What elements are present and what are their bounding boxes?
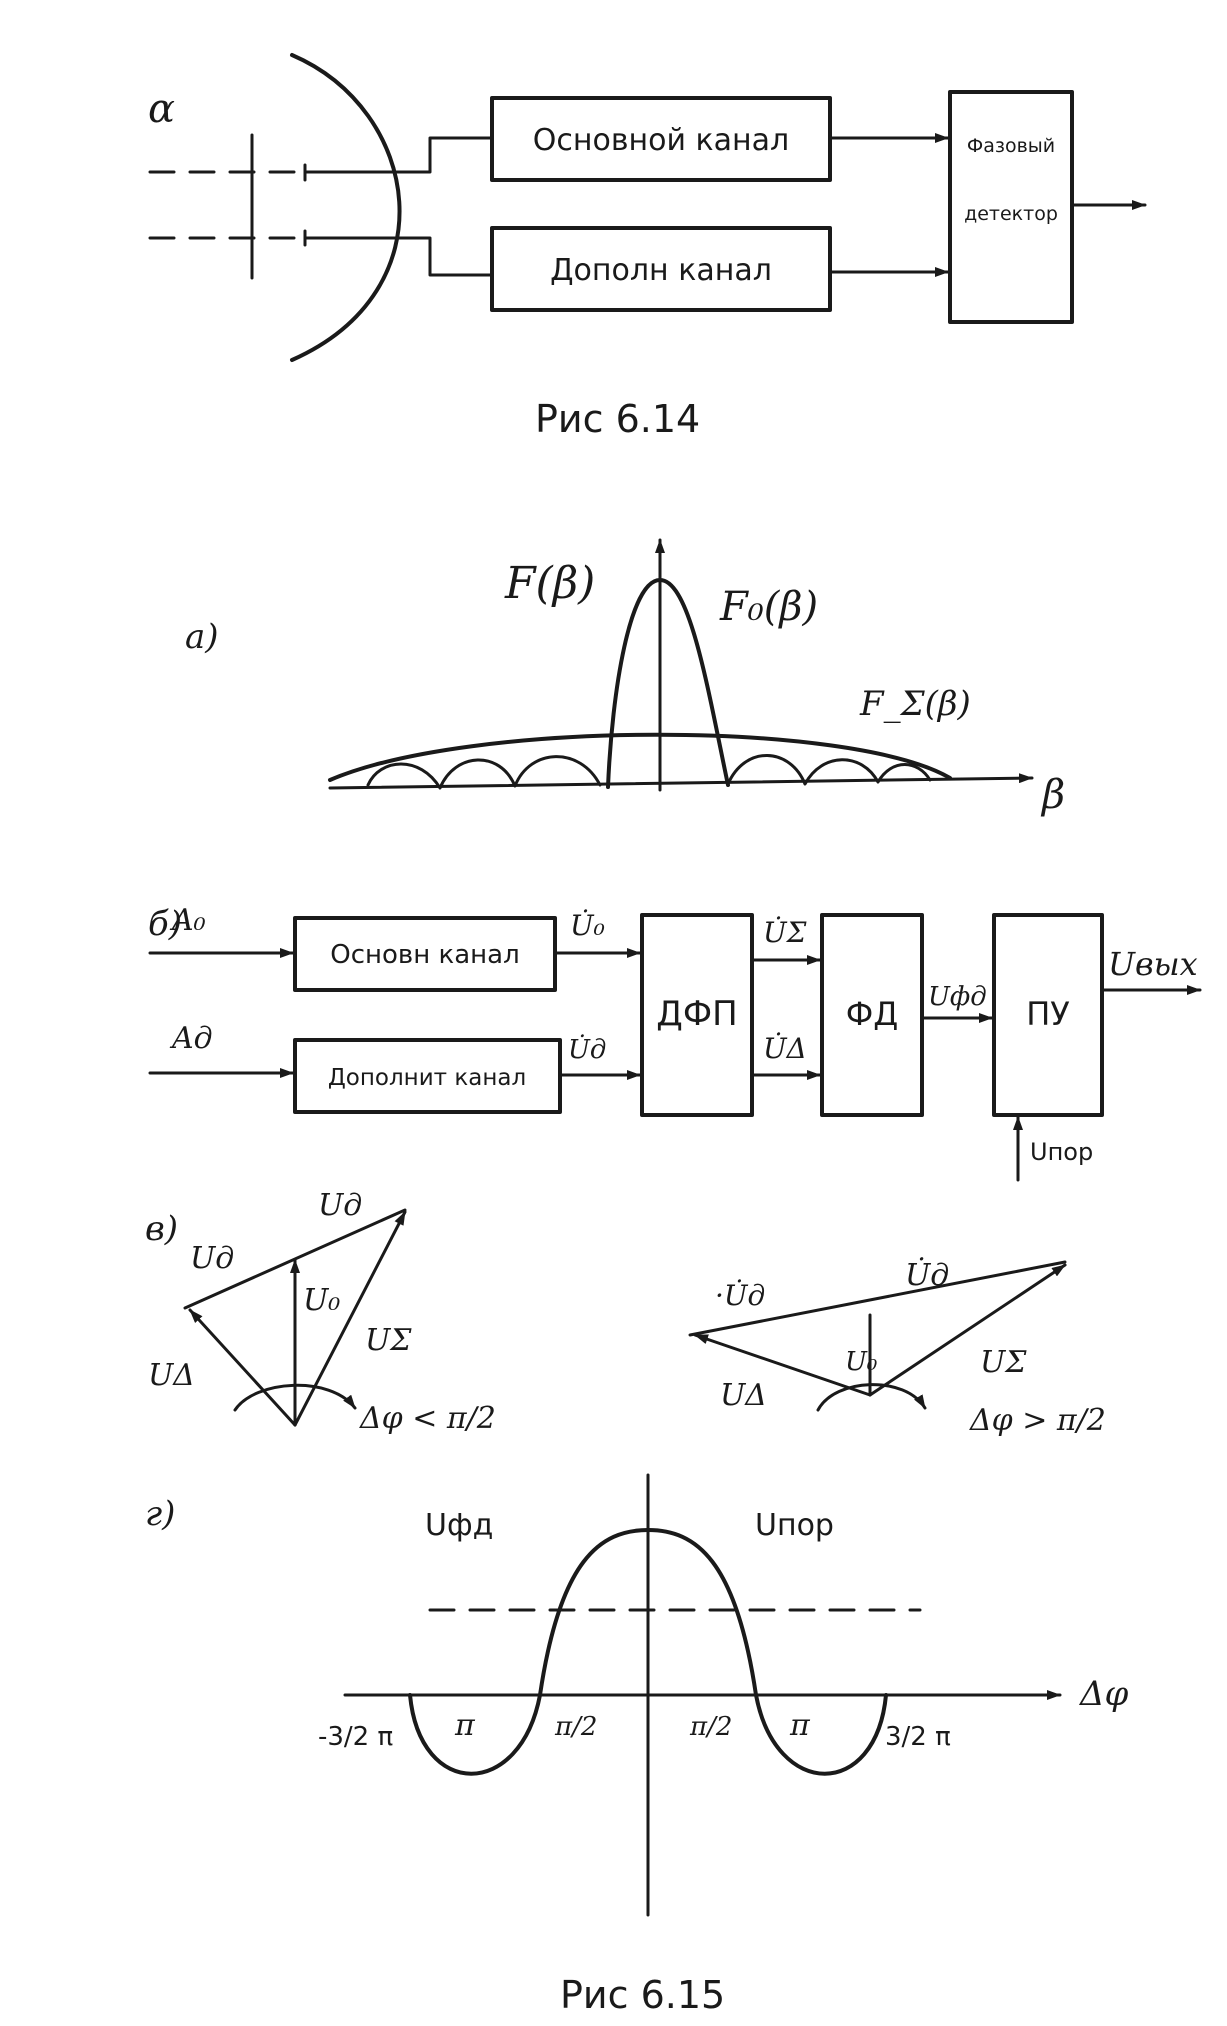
- caption-6-14: Рис 6.14: [535, 397, 700, 441]
- block-main-channel-label: Основн канал: [330, 940, 519, 970]
- right-udiff-label: UΔ: [720, 1378, 767, 1413]
- block-fd-label: ФД: [846, 995, 899, 1033]
- angle-arc-left: [233, 1383, 357, 1412]
- caption-6-15: Рис 6.15: [560, 1973, 725, 2017]
- tick-minus-3-2-pi: -3/2 π: [318, 1722, 393, 1752]
- right-usum-label: UΣ: [980, 1345, 1027, 1380]
- axis-x-label-beta: β: [1040, 772, 1065, 818]
- axis-x-line: [328, 773, 1034, 790]
- phase-detector-label-1: Фазовый: [967, 135, 1055, 157]
- vector-ud-line-left: [183, 1208, 407, 1310]
- block-aux-channel-label: Дополнит канал: [328, 1065, 526, 1091]
- side-lobes-right: [726, 754, 932, 786]
- vector-udiff-left: [188, 1308, 297, 1427]
- phase-response-curve: [408, 1528, 888, 1776]
- fig-6-15g: г) Uфд Uпор Δφ -3/2 π π π/2 π/2 π 3/2 π: [145, 1473, 1129, 1917]
- vector-udiff-right: [693, 1333, 872, 1397]
- tick-plus-pi-2: π/2: [689, 1712, 732, 1742]
- main-channel-label: Основной канал: [533, 123, 789, 158]
- phase-detector-block: [948, 90, 1074, 324]
- curve-sum-label: F_Σ(β): [859, 684, 971, 724]
- input-main-label: A₀: [169, 903, 206, 938]
- signal-usum-label: U̇Σ: [763, 916, 807, 949]
- input-aux-label: Aд: [169, 1021, 213, 1056]
- threshold-curve-label: Uпор: [755, 1508, 834, 1543]
- subfig-g-label: г): [145, 1494, 175, 1534]
- signal-udiff-label: U̇Δ: [763, 1032, 807, 1065]
- tick-minus-pi: π: [454, 1708, 476, 1743]
- left-ud-label: Uд: [190, 1241, 234, 1276]
- threshold-input-label: Uпор: [1030, 1138, 1093, 1166]
- vector-ud-line-right: [688, 1260, 1067, 1337]
- output-label: Uвых: [1108, 945, 1198, 983]
- right-condition-label: Δφ > π/2: [969, 1403, 1106, 1438]
- feed-lower-line: [303, 236, 494, 277]
- vector-usum-left: [293, 1210, 407, 1427]
- feed-upper-line: [303, 136, 494, 174]
- axis-y-label-F: F(β): [504, 558, 595, 609]
- signal-ufd-label: Uфд: [928, 982, 987, 1012]
- subfig-a-label: а): [185, 617, 219, 657]
- main-lobe-curve: [606, 578, 730, 789]
- angle-arc-right: [816, 1383, 927, 1412]
- left-condition-label: Δφ < π/2: [359, 1401, 496, 1436]
- right-ud-label: ·U̇д: [715, 1279, 765, 1312]
- left-u0-label: U₀: [303, 1283, 340, 1318]
- block-pu-label: ПУ: [1026, 995, 1070, 1033]
- block-dfp: [640, 913, 754, 1117]
- axis-y-label-ufd: Uфд: [425, 1508, 493, 1543]
- fig-6-15v: в) Uд Uд U₀ UΣ UΔ Δφ < π/2 U̇д ·U̇д U₀ U…: [145, 1188, 1106, 1438]
- right-ud-top-label: U̇д: [905, 1258, 949, 1293]
- left-ud-top-label: Uд: [318, 1188, 362, 1223]
- curve-main-label: F₀(β): [719, 584, 818, 630]
- fig-6-14: α Основной канал Дополн канал Фазовый де…: [148, 53, 1147, 441]
- fig-6-15a: а) F(β) β F₀(β) F_Σ(β): [185, 538, 1065, 818]
- aux-channel-block: [490, 226, 832, 312]
- vector-usum-right: [868, 1263, 1067, 1397]
- subfig-b-label: б): [148, 904, 182, 944]
- block-dfp-label: ДФП: [656, 994, 737, 1034]
- signal-u0-label: U̇₀: [570, 909, 605, 942]
- block-pu: [992, 913, 1104, 1117]
- main-channel-block: [490, 96, 832, 182]
- tick-plus-3-2-pi: 3/2 π: [885, 1722, 951, 1752]
- left-usum-label: UΣ: [365, 1323, 412, 1358]
- left-udiff-label: UΔ: [148, 1358, 195, 1393]
- fig-6-15b: б) A₀ Aд Основн канал Дополнит канал U̇₀…: [148, 903, 1202, 1182]
- reflector-icon: [290, 53, 402, 362]
- axis-x-label-dphi: Δφ: [1078, 1674, 1129, 1714]
- phase-detector-label-2: детектор: [964, 203, 1058, 225]
- sum-pattern-curve: [328, 732, 952, 782]
- aux-channel-label: Дополн канал: [550, 253, 772, 288]
- alpha-label: α: [148, 86, 175, 132]
- signal-ud-label: U̇д: [568, 1034, 606, 1065]
- side-lobes-left: [366, 755, 602, 790]
- subfig-v-label: в): [145, 1209, 178, 1249]
- right-u0-label: U₀: [845, 1347, 878, 1377]
- tick-minus-pi-2: π/2: [554, 1712, 597, 1742]
- tick-plus-pi: π: [789, 1708, 811, 1743]
- block-fd: [820, 913, 924, 1117]
- block-main-channel: [293, 916, 557, 992]
